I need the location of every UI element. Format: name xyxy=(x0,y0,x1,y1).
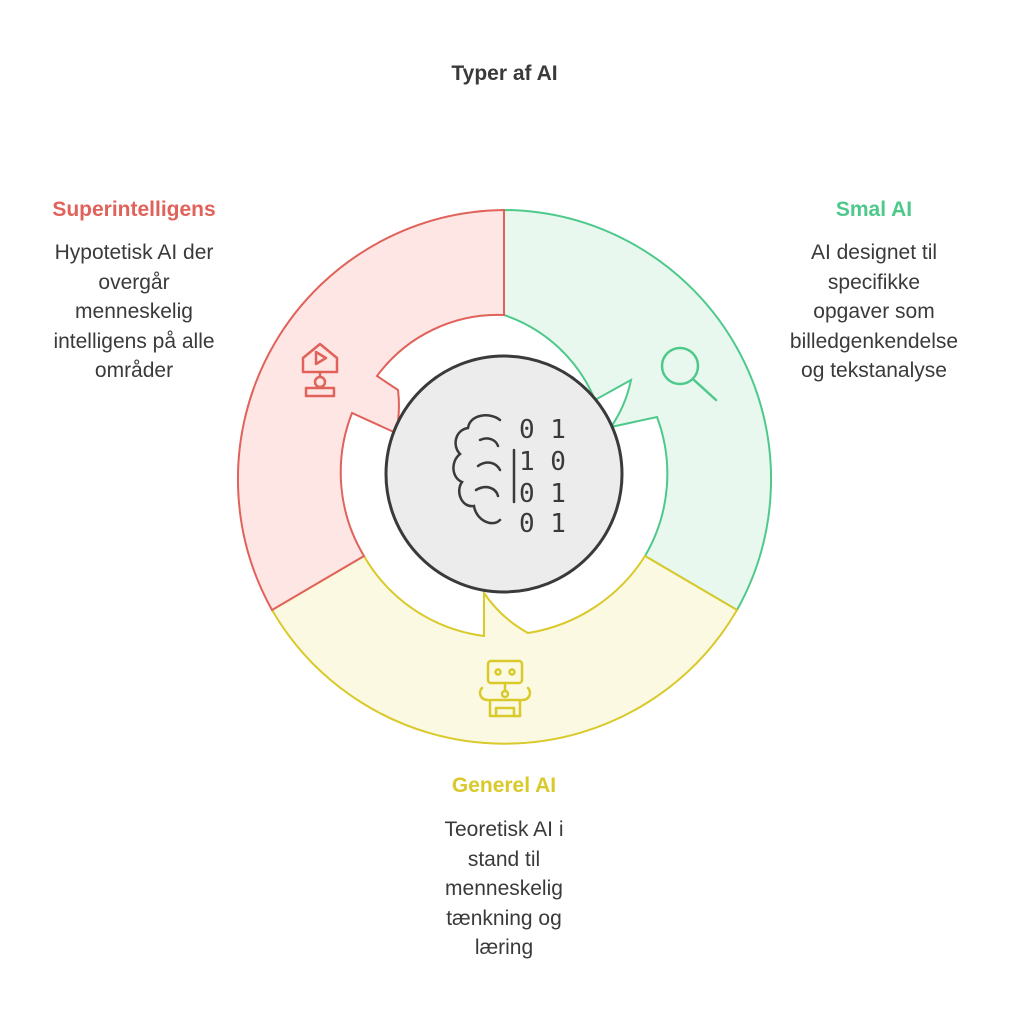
description-generel-ai: Teoretisk AI i stand til menneskelig tæn… xyxy=(444,818,564,960)
smart-home-robot-icon xyxy=(301,342,339,398)
binary-digits: 0 1 1 0 0 1 0 1 xyxy=(519,415,566,539)
binary-row-4: 0 1 xyxy=(519,509,566,539)
binary-row-1: 0 1 xyxy=(519,415,566,445)
segment-superintelligens xyxy=(236,208,505,612)
brain-binary-icon xyxy=(452,414,516,525)
description-superintelligens: Hypotetisk AI der overgår menneskelig in… xyxy=(53,241,215,383)
binary-row-2: 1 0 xyxy=(519,447,566,477)
magnifier-icon xyxy=(660,346,718,402)
robot-icon xyxy=(478,659,532,718)
heading-superintelligens: Superintelligens xyxy=(52,198,216,221)
description-smal-ai: AI designet til specifikke opgaver som b… xyxy=(789,241,959,383)
heading-generel-ai: Generel AI xyxy=(451,774,557,797)
diagram-title: Typer af AI xyxy=(451,62,558,85)
heading-smal-ai: Smal AI xyxy=(835,198,913,221)
binary-row-3: 0 1 xyxy=(519,479,566,509)
center-circle xyxy=(384,354,624,594)
